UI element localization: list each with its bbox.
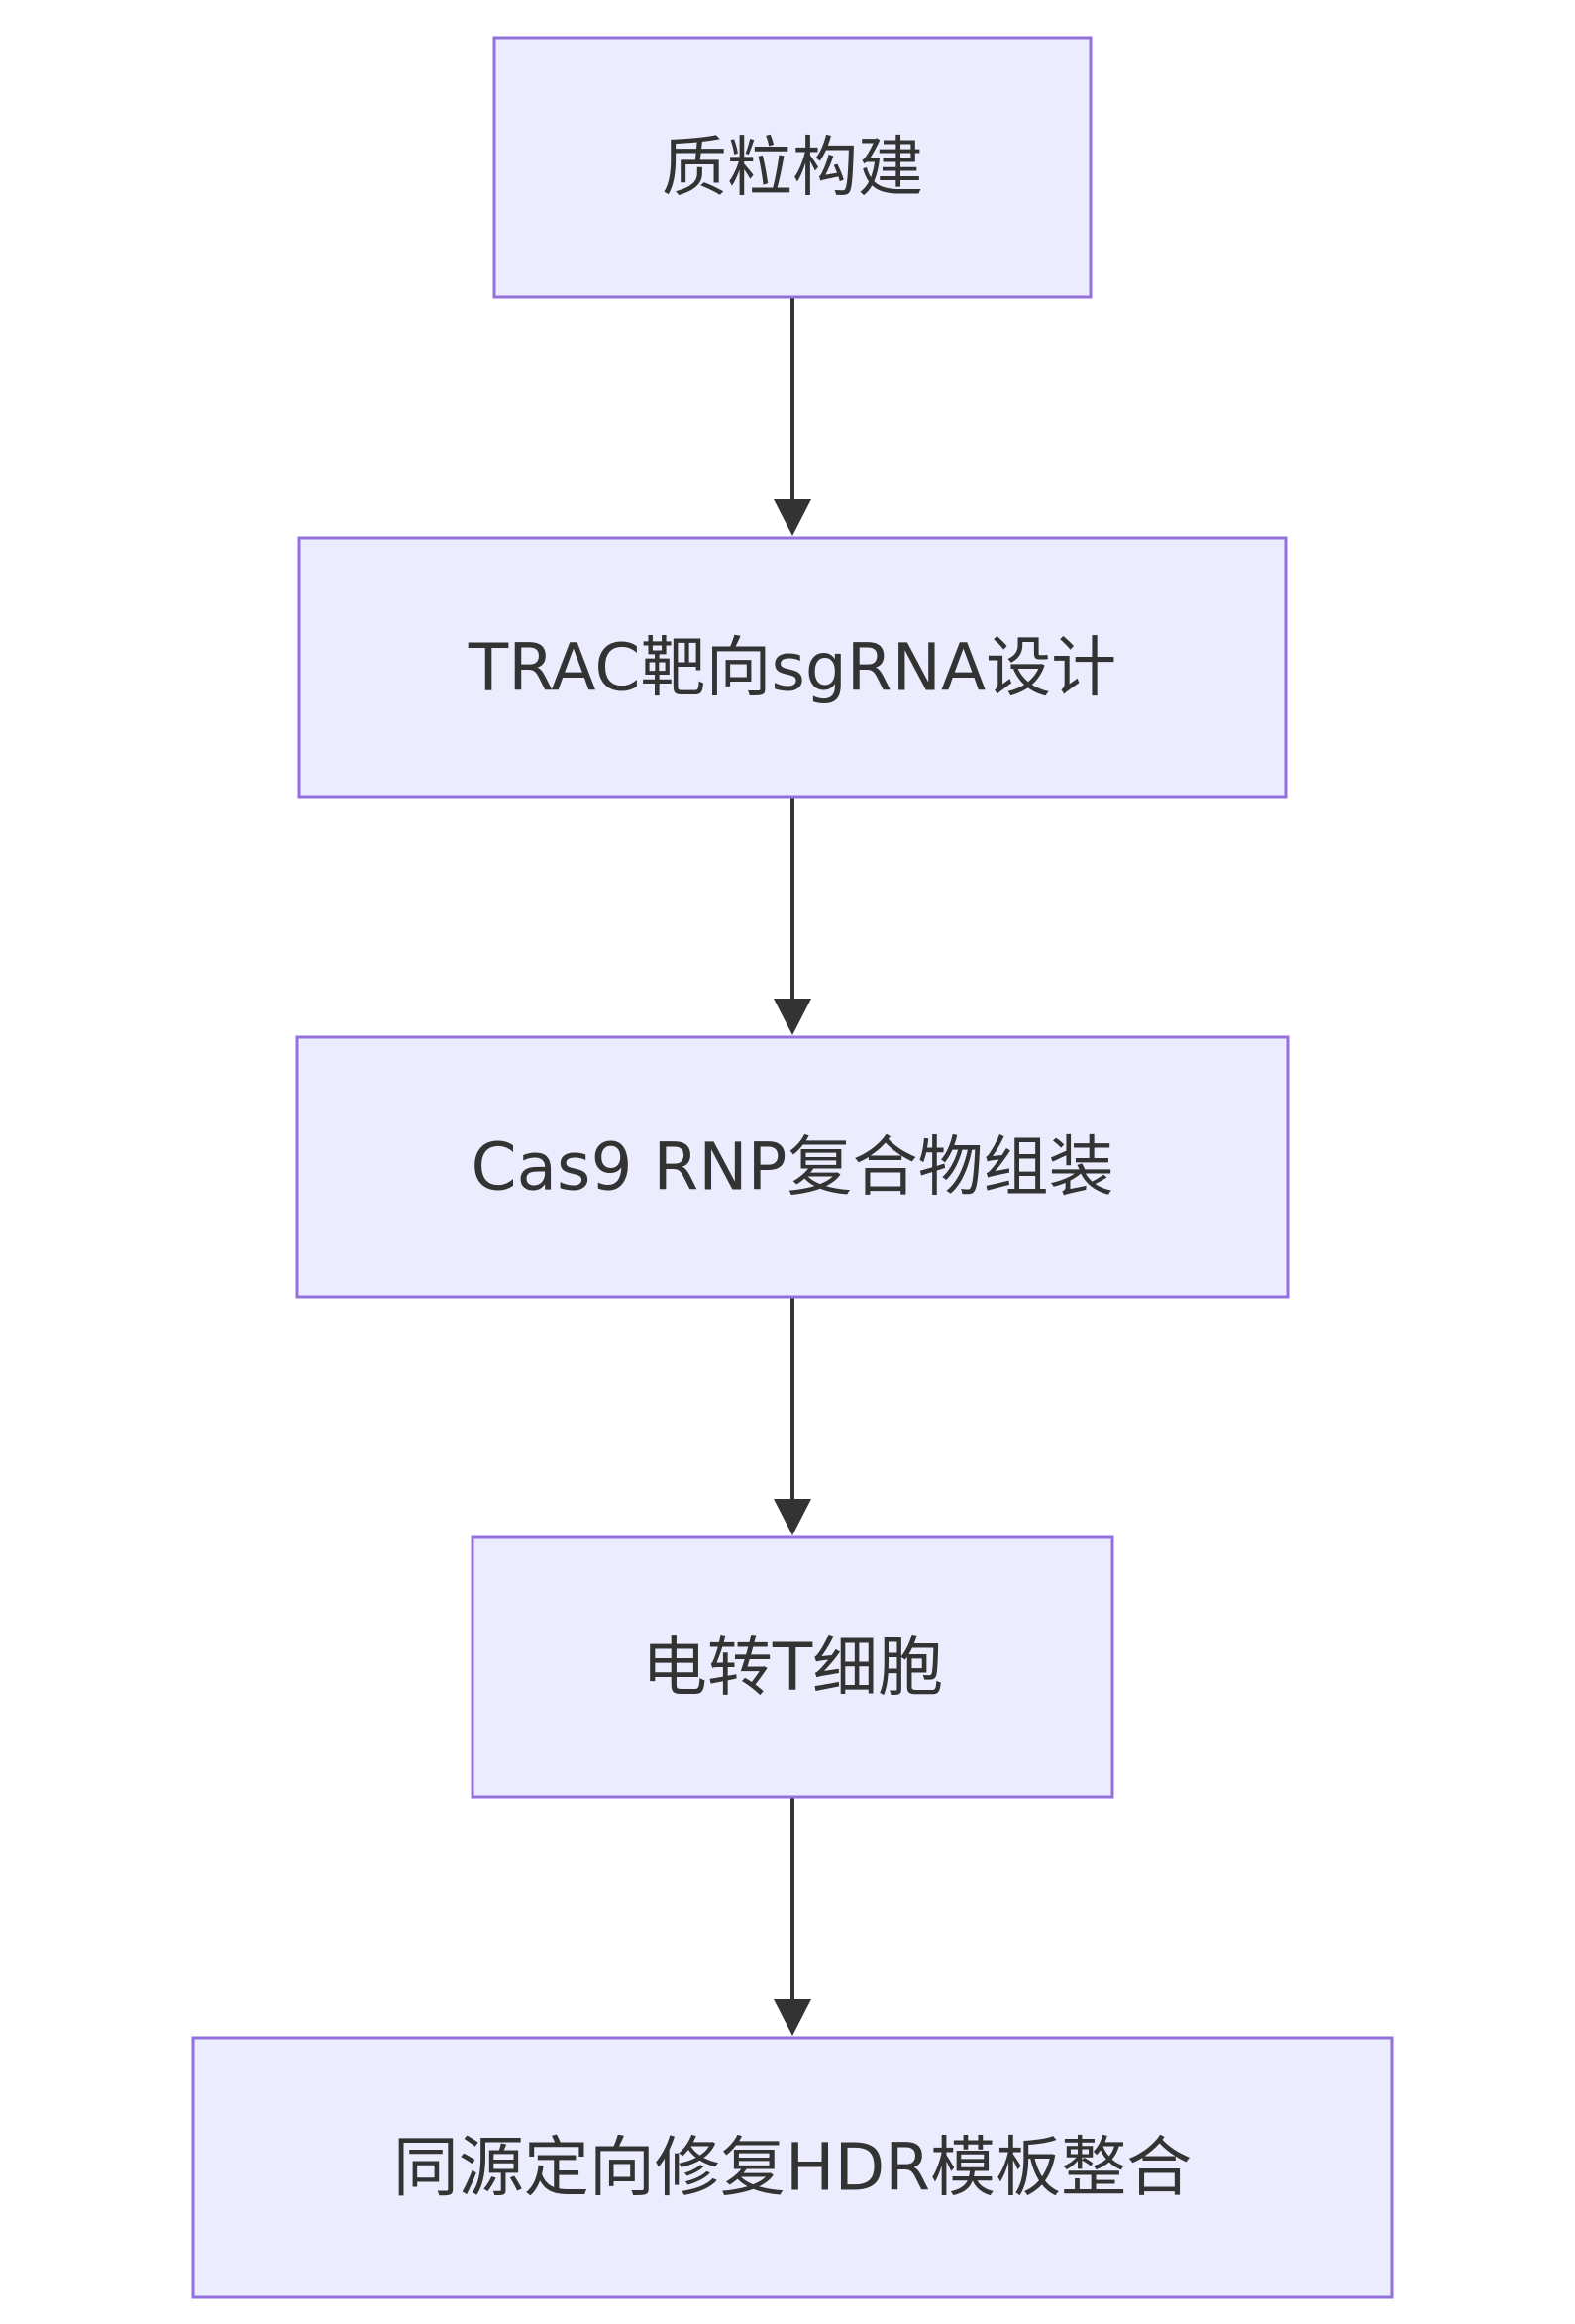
edge-n4-n5 xyxy=(774,1797,811,2036)
node-plasmid-construction: 质粒构建 xyxy=(492,36,1093,299)
node-label-hdr-template-integration: 同源定向修复HDR模板整合 xyxy=(393,2130,1192,2206)
node-hdr-template-integration: 同源定向修复HDR模板整合 xyxy=(191,2036,1394,2299)
node-label-cas9-rnp-assembly: Cas9 RNP复合物组装 xyxy=(472,1129,1114,1206)
node-label-t-cell-electroporation: 电转T细胞 xyxy=(642,1630,943,1706)
edge-n2-n3 xyxy=(774,797,811,1035)
edge-n3-n4 xyxy=(774,1297,811,1535)
node-cas9-rnp-assembly: Cas9 RNP复合物组装 xyxy=(295,1035,1290,1299)
node-label-trac-sgrna-design: TRAC靶向sgRNA设计 xyxy=(468,630,1116,706)
edge-n1-n2 xyxy=(774,297,811,536)
node-trac-sgrna-design: TRAC靶向sgRNA设计 xyxy=(297,536,1288,799)
node-t-cell-electroporation: 电转T细胞 xyxy=(471,1535,1114,1799)
node-label-plasmid-construction: 质粒构建 xyxy=(662,130,923,206)
